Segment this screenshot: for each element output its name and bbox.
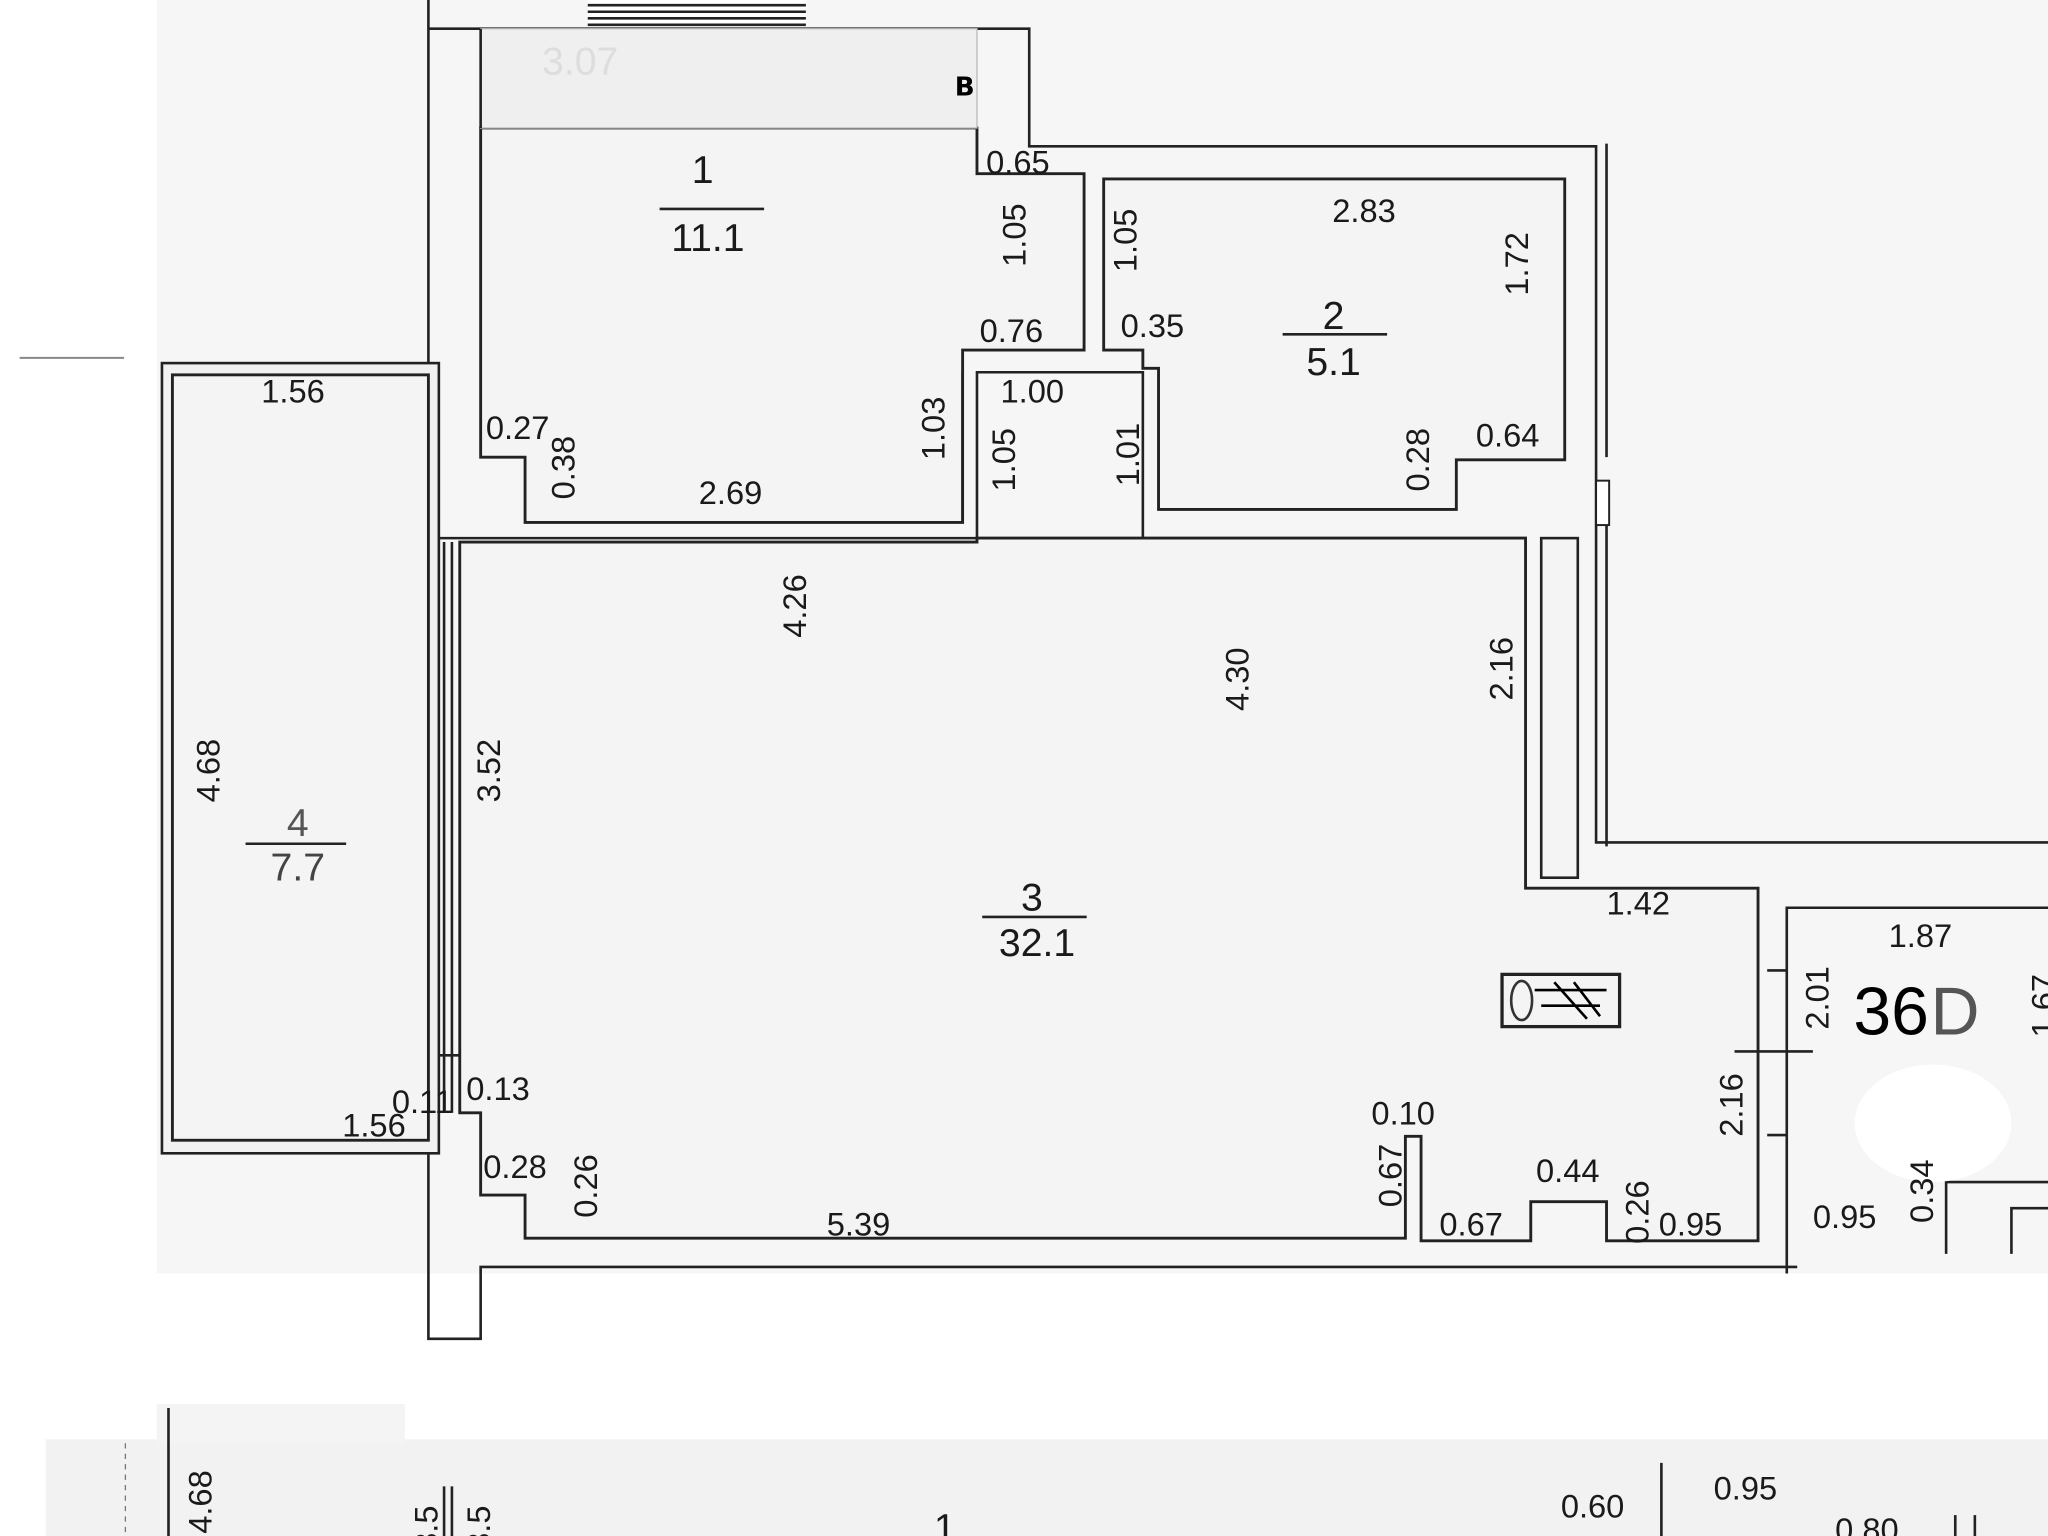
room-36-suffix: D	[1930, 974, 1979, 1049]
dimension-label: 1.05	[995, 203, 1032, 267]
dimension-label: 2.16	[1482, 637, 1519, 701]
room-2-number: 2	[1323, 295, 1345, 338]
dimension-label: 3.52	[470, 739, 507, 803]
overlay-labels: 0.11	[392, 1083, 453, 1120]
dimension-label: 1.87	[1889, 917, 1953, 954]
dimension-label: 0.44	[1536, 1152, 1600, 1189]
dimension-label: 0.95	[1813, 1198, 1877, 1235]
dimension-label: 0.35	[1121, 307, 1185, 344]
dimension-label: 0.64	[1476, 417, 1540, 454]
dimension-label: 4.68	[182, 1470, 219, 1534]
bottom-strip	[45, 1439, 2048, 1536]
dimension-label: 0.28	[483, 1148, 547, 1185]
dimension-label: 4.68	[189, 739, 226, 803]
room-1: 3.07 B 1 11.1 0.65 1.05 0.76 1.03 2.69 0…	[479, 28, 1086, 524]
room-36-label: 36	[1853, 974, 1929, 1049]
room-4-area: 7.7	[271, 846, 325, 889]
dimension-label: 4.26	[776, 574, 813, 638]
dimension-label: 0.60	[1561, 1488, 1625, 1525]
dimension-label: 0.26	[1618, 1180, 1655, 1244]
room-1-area: 11.1	[671, 217, 744, 260]
faint-dimension: 3.07	[542, 40, 618, 83]
dimension-label: 0.67	[1371, 1144, 1408, 1208]
dimension-label: 1.01	[1109, 423, 1146, 487]
marker-b: B	[955, 72, 975, 102]
room-4-number: 4	[287, 802, 309, 845]
dimension-label: 0.67	[1439, 1206, 1503, 1243]
dimension-label: 0.11	[392, 1083, 453, 1120]
corridor: 1.00 1.05 1.01	[961, 370, 1146, 539]
dimension-label: 1.67	[2025, 974, 2048, 1038]
column-symbol	[1500, 972, 1622, 1029]
dimension-label: 2.01	[1799, 966, 1836, 1030]
dimension-label: 0.76	[980, 312, 1044, 349]
dimension-label: 2.16	[1712, 1073, 1749, 1137]
dimension-label: 1.00	[1000, 372, 1064, 409]
dimension-label: 0.95	[1714, 1469, 1778, 1506]
dimension-label: 0.65	[986, 144, 1050, 181]
walls	[427, 0, 2048, 1341]
dimension-label: 3.5	[460, 1505, 497, 1536]
room-36: 1.87 2.01 36 D 1.67 0.95 0.34	[1785, 906, 2048, 1274]
dimension-label: 1.56	[261, 372, 325, 409]
ventilation-shaft	[1539, 536, 1580, 880]
dimension-label: 0.38	[545, 436, 582, 500]
room-3: 4.26 4.30 2.16 3.52 3.52 3 32.1 1.42 0.1…	[409, 536, 1813, 1244]
dimension-label: 1.05	[985, 428, 1022, 492]
dimension-label: 2.69	[699, 474, 763, 511]
room-1-gray-band	[479, 28, 978, 129]
room-1-number: 1	[692, 149, 714, 192]
dimension-label: 0.80	[1835, 1511, 1899, 1536]
dimension-label: 1.03	[914, 397, 951, 461]
room-3-area: 32.1	[999, 922, 1075, 965]
dimension-label: 0.27	[486, 409, 550, 446]
room-3-number: 3	[1021, 876, 1043, 919]
dimension-label: 1.56	[342, 1106, 406, 1143]
dimension-label: 0.26	[567, 1154, 604, 1218]
dimension-label: 0.13	[466, 1070, 530, 1107]
dimension-label: 4.30	[1219, 647, 1256, 711]
dimension-label: 0.28	[1399, 428, 1436, 492]
room-2-area: 5.1	[1306, 341, 1360, 384]
dimension-label: 0.95	[1659, 1206, 1723, 1243]
dimension-label: 3.5	[408, 1505, 445, 1536]
dimension-label: 1.42	[1607, 884, 1671, 921]
dimension-label: 2.83	[1332, 192, 1396, 229]
bottom-plan-fragment: 4.68 3.5 3.5 1 0.60 0.95 0.80	[124, 1408, 1977, 1536]
room-4: 1.56 4.68 4 7.7 1.56	[160, 361, 441, 1155]
dimension-label: 1.05	[1106, 209, 1143, 273]
dimension-label: 1	[934, 1507, 956, 1536]
dimension-label: 5.39	[827, 1206, 891, 1243]
dimension-label: 0.34	[1903, 1159, 1940, 1223]
dimension-label: 1.72	[1498, 232, 1535, 296]
room-2: 2.83 1.05 1.72 0.35 2 5.1 0.28 0.64	[1102, 177, 1567, 511]
window-hatch	[587, 0, 806, 29]
dimension-label: 0.10	[1371, 1095, 1435, 1132]
